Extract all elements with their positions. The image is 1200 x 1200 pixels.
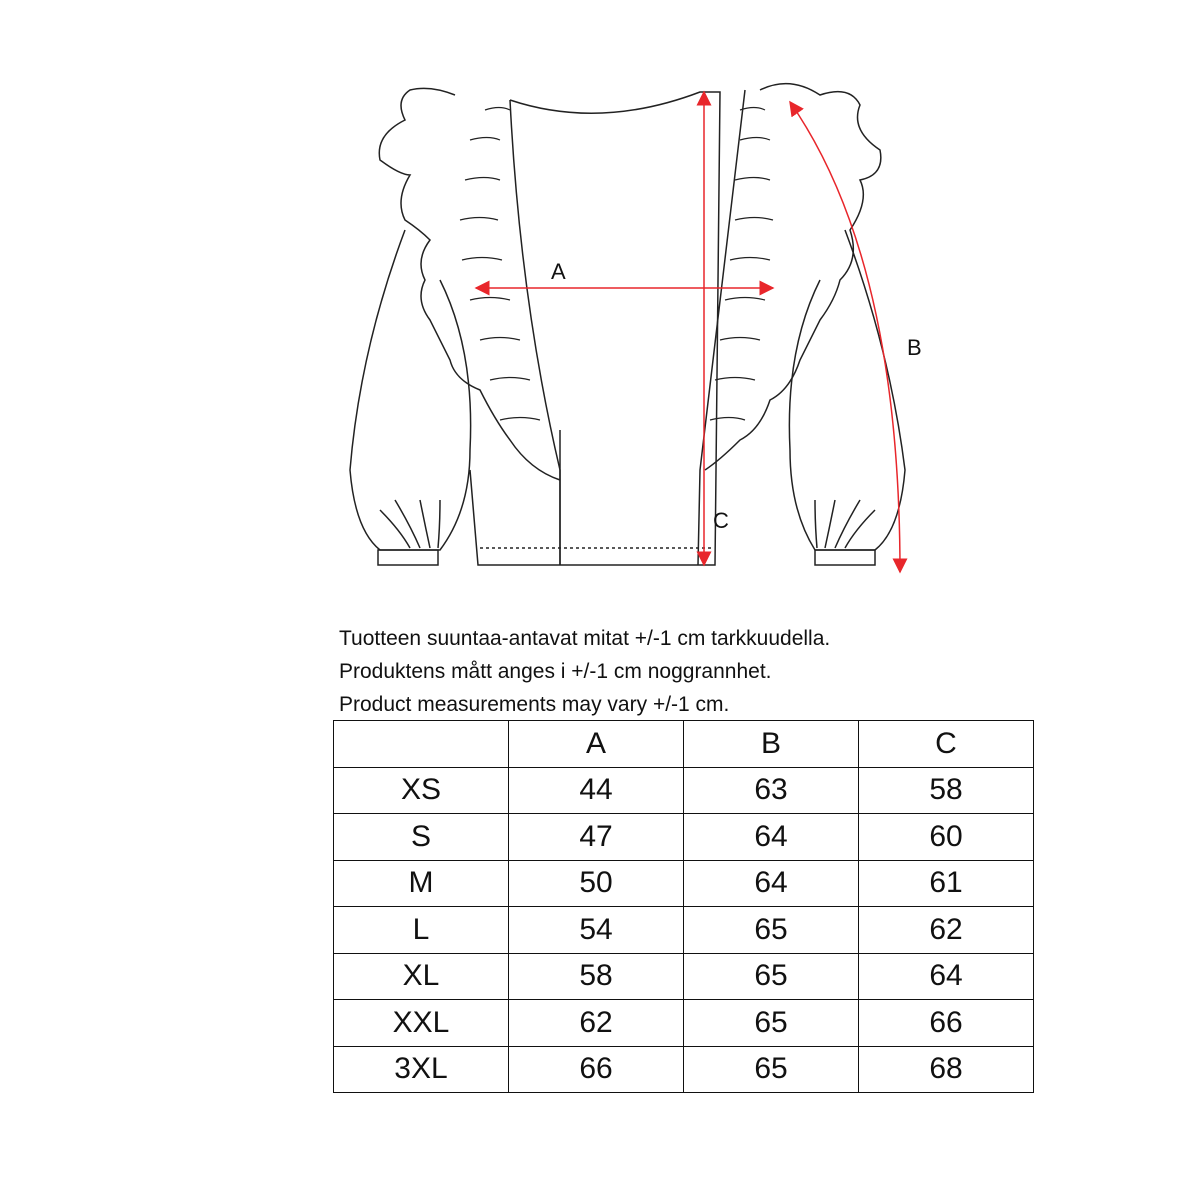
measurement-cell: 68: [858, 1045, 1034, 1093]
garment-diagram: A B C: [349, 82, 922, 574]
header-cell: C: [858, 720, 1034, 768]
size-cell: L: [333, 906, 509, 954]
size-cell: M: [333, 859, 509, 907]
label-a: A: [551, 259, 566, 284]
measurement-cell: 64: [858, 952, 1034, 1000]
measurement-cell: 65: [683, 952, 859, 1000]
size-cell: XXL: [333, 999, 509, 1047]
measurement-cell: 62: [508, 999, 684, 1047]
size-cell: XL: [333, 952, 509, 1000]
note-finnish: Tuotteen suuntaa-antavat mitat +/-1 cm t…: [339, 627, 831, 650]
label-c: C: [713, 508, 729, 533]
note-english: Product measurements may vary +/-1 cm.: [339, 693, 730, 716]
measurement-b-arrow: [789, 100, 908, 574]
measurement-cell: 62: [858, 906, 1034, 954]
measurement-cell: 64: [683, 859, 859, 907]
header-cell: A: [508, 720, 684, 768]
measurement-cell: 44: [508, 766, 684, 814]
measurement-cell: 54: [508, 906, 684, 954]
size-cell: XS: [333, 766, 509, 814]
header-cell: B: [683, 720, 859, 768]
size-cell: S: [333, 813, 509, 861]
table-header-row: A B C: [333, 720, 1034, 768]
measurement-cell: 60: [858, 813, 1034, 861]
measurement-cell: 58: [508, 952, 684, 1000]
measurement-cell: 66: [508, 1045, 684, 1093]
note-swedish: Produktens mått anges i +/-1 cm noggrann…: [339, 660, 772, 683]
measurement-cell: 61: [858, 859, 1034, 907]
header-cell: [333, 720, 509, 768]
measurement-cell: 65: [683, 1045, 859, 1093]
size-cell: 3XL: [333, 1045, 509, 1093]
measurement-cell: 66: [858, 999, 1034, 1047]
measurement-cell: 65: [683, 906, 859, 954]
measurement-cell: 65: [683, 999, 859, 1047]
measurement-cell: 58: [858, 766, 1034, 814]
measurement-cell: 64: [683, 813, 859, 861]
label-b: B: [907, 335, 922, 360]
measurement-cell: 47: [508, 813, 684, 861]
measurement-cell: 63: [683, 766, 859, 814]
measurement-cell: 50: [508, 859, 684, 907]
